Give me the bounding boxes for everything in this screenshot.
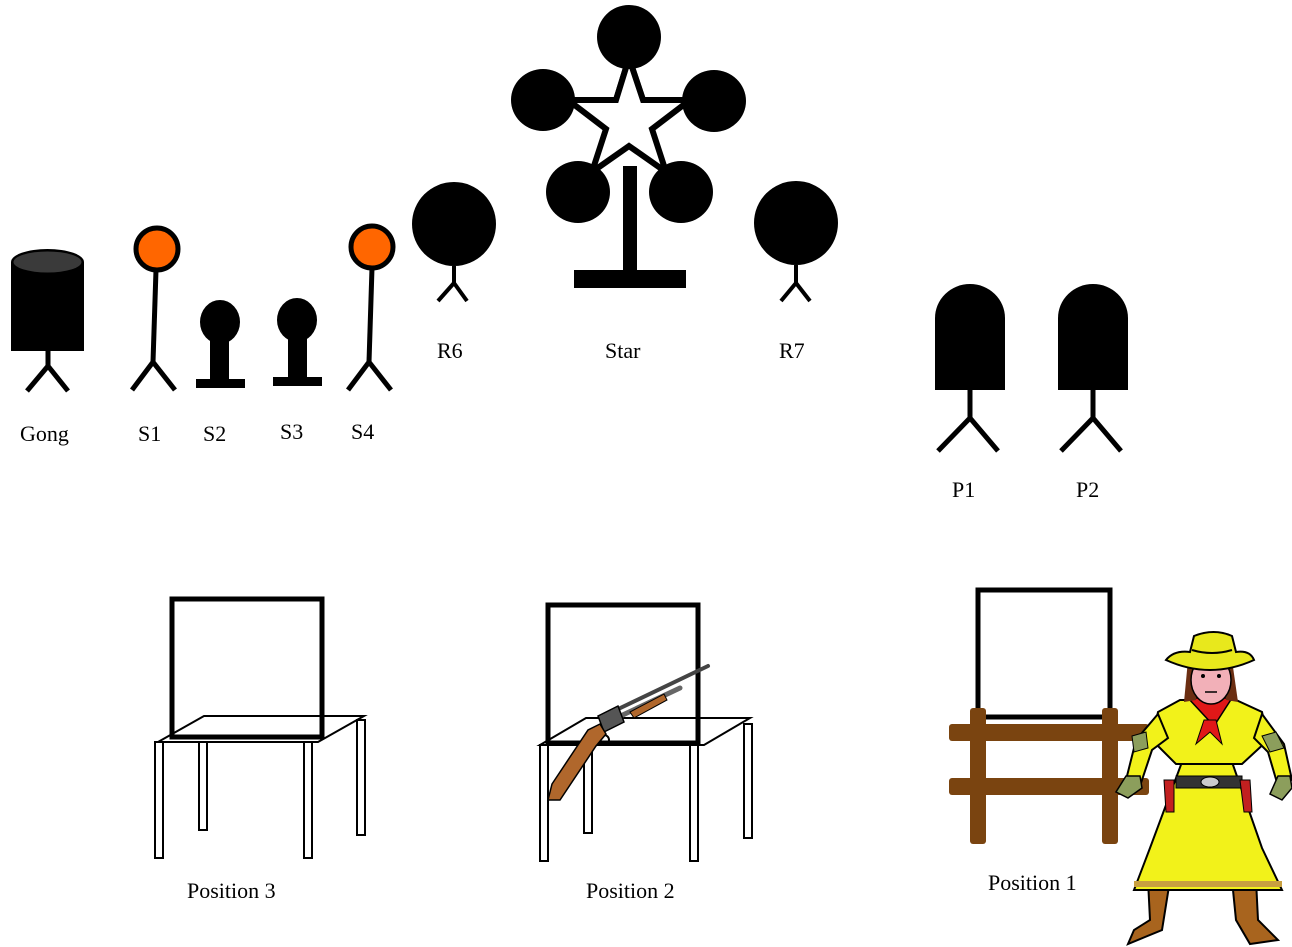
star-plate-bottom-left [546,161,610,223]
round-target-r6-icon [412,182,496,303]
plate-target-s1-icon [130,225,181,392]
round-target-r7-icon [754,181,838,303]
label-s1: S1 [138,421,162,446]
gong-target-icon [11,249,84,393]
label-s3: S3 [280,419,304,444]
pistol-target-p2-icon [1058,284,1128,453]
label-p2: P2 [1076,477,1100,502]
hitching-rail-position1-icon [949,587,1149,844]
label-r6: R6 [437,338,463,363]
label-gong: Gong [20,421,69,446]
label-s4: S4 [351,419,375,444]
label-position1: Position 1 [988,870,1077,895]
silhouette-target-s2-icon [196,300,245,388]
gong-top-face [13,251,82,273]
label-star: Star [605,338,641,363]
star-plate-left [511,69,575,131]
star-spinner-target-icon [511,5,746,288]
plate-target-s4-icon [346,223,396,392]
star-shape [559,48,699,180]
pistol-target-p1-icon [935,284,1005,453]
shooting-table-position2-icon [536,602,754,862]
shooting-table-position3-icon [154,596,368,859]
label-s2: S2 [203,421,227,446]
cowgirl-shooter-icon [1114,631,1292,946]
label-r7: R7 [779,338,805,363]
star-plate-top [597,5,661,69]
silhouette-target-s3-icon [273,298,322,386]
star-plate-right [682,70,746,132]
label-p1: P1 [952,477,976,502]
rifle-icon [547,664,710,801]
label-position2: Position 2 [586,878,675,903]
label-position3: Position 3 [187,878,276,903]
star-plate-bottom-right [649,161,713,223]
